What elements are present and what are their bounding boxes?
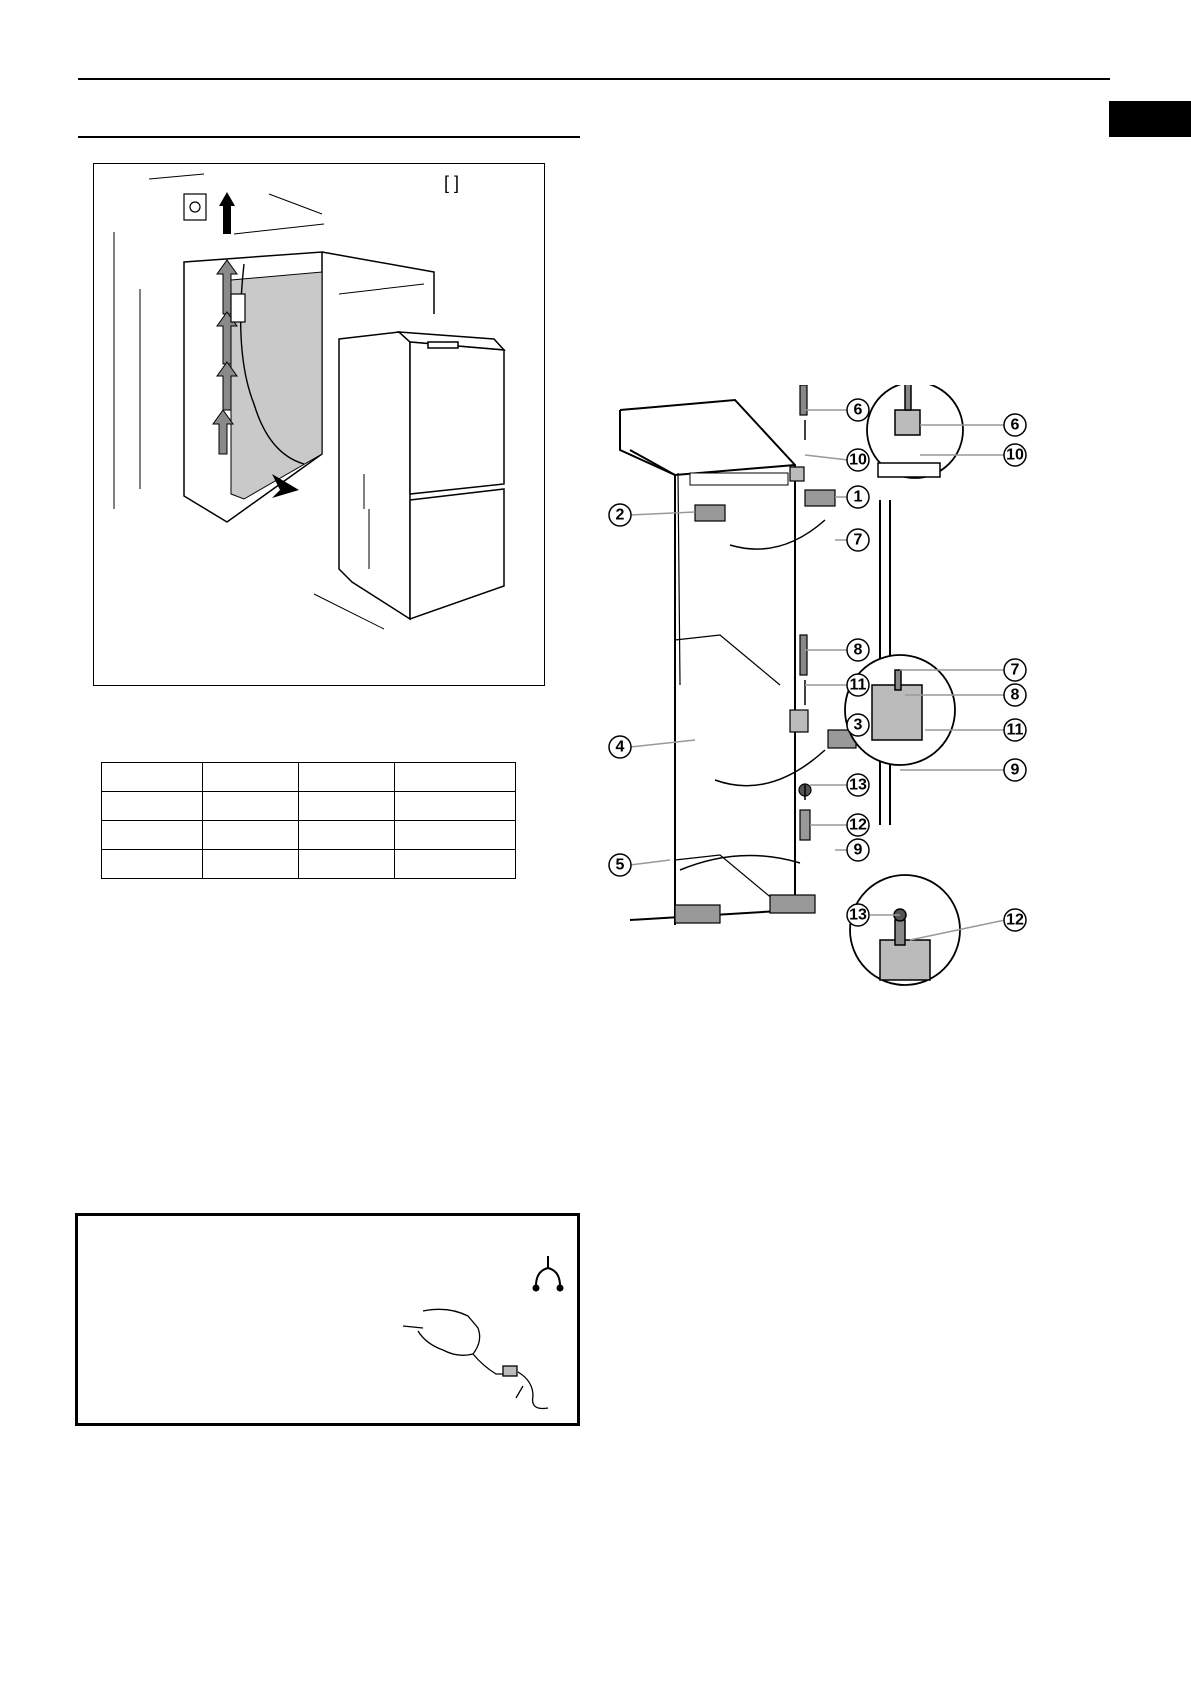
callout-12-main: 12 [810, 813, 870, 837]
table-cell [298, 762, 395, 792]
svg-text:8: 8 [1011, 687, 1020, 704]
interior-lines [674, 472, 781, 906]
svg-text:3: 3 [854, 717, 863, 734]
callout-11-main: 11 [805, 673, 870, 697]
table-row [101, 762, 516, 792]
callout-6-main: 6 [805, 398, 870, 422]
callout-3-main: 3 [846, 713, 870, 737]
svg-text:4: 4 [616, 739, 625, 756]
svg-text:11: 11 [1007, 722, 1024, 739]
table-cell [202, 791, 299, 821]
callout-5-main: 5 [608, 853, 671, 877]
installation-diagram: [ ] [113, 173, 506, 630]
svg-text:5: 5 [616, 857, 625, 874]
callout-2-main: 2 [608, 503, 696, 527]
callout-9-detail: 9 [900, 758, 1027, 782]
table-row [101, 791, 516, 821]
callout-12-detail: 12 [909, 908, 1027, 941]
svg-text:11: 11 [850, 677, 867, 694]
dimension-table [101, 762, 516, 879]
callout-13-main: 13 [810, 773, 870, 797]
pins [799, 384, 808, 676]
table-cell [202, 820, 299, 850]
exhaust-arrow [219, 192, 235, 234]
callout-11-detail: 11 [925, 718, 1027, 742]
svg-text:10: 10 [1006, 447, 1024, 464]
table-cell [298, 791, 395, 821]
door-hinge-diagram: 6 10 1 2 7 8 11 3 4 13 12 9 5 6 10 7 8 1… [608, 379, 1027, 986]
table-cell [394, 762, 516, 792]
language-tab [1109, 101, 1191, 137]
callouts: 6 10 1 2 7 8 11 3 4 13 12 9 5 6 10 7 8 1… [608, 398, 1027, 941]
svg-text:12: 12 [1006, 912, 1024, 929]
airflow-arrows [212, 259, 238, 455]
hand-unplugging-icon [402, 1308, 549, 1410]
svg-text:13: 13 [849, 777, 867, 794]
table-cell [394, 820, 516, 850]
warning-illustration [402, 1256, 564, 1410]
door-hinge-figure: 6 10 1 2 7 8 11 3 4 13 12 9 5 6 10 7 8 1… [600, 379, 1060, 995]
table-cell [298, 849, 395, 879]
svg-text:12: 12 [849, 817, 867, 834]
callout-6-detail: 6 [920, 413, 1027, 437]
svg-text:9: 9 [1011, 762, 1020, 779]
svg-text:9: 9 [854, 842, 863, 859]
callout-8-main: 8 [805, 638, 870, 662]
svg-text:6: 6 [1011, 417, 1020, 434]
table-cell [202, 849, 299, 879]
warning-box [75, 1213, 580, 1426]
table-cell [101, 791, 203, 821]
socket-outlet [230, 293, 246, 323]
callout-10-main: 10 [804, 448, 870, 472]
appliance-outline [619, 398, 796, 925]
callout-13-detail: 13 [846, 903, 900, 927]
installation-figure: [ ] [93, 163, 545, 686]
header-rule [78, 78, 1110, 80]
table-cell [394, 791, 516, 821]
callout-1-main: 1 [835, 485, 870, 509]
appliance-body [338, 331, 506, 621]
vent-symbol-icon [183, 193, 207, 221]
detail-contents [871, 379, 941, 981]
svg-text:10: 10 [849, 452, 867, 469]
table-cell [101, 849, 203, 879]
table-cell [298, 820, 395, 850]
callout-9-main: 9 [835, 838, 870, 862]
table-row [101, 820, 516, 850]
niche-interior [230, 271, 323, 500]
svg-text:6: 6 [854, 402, 863, 419]
hinge-parts [674, 466, 857, 924]
svg-text:7: 7 [1011, 662, 1020, 679]
table-cell [394, 849, 516, 879]
svg-text:13: 13 [849, 907, 867, 924]
control-panel [689, 472, 789, 486]
svg-text:2: 2 [616, 507, 625, 524]
dimension-lines [113, 173, 425, 630]
section-rule [78, 136, 580, 138]
table-row [101, 849, 516, 879]
svg-text:8: 8 [854, 642, 863, 659]
bracket-label: [ ] [444, 173, 459, 193]
callout-10-detail: 10 [920, 443, 1027, 467]
callout-8-detail: 8 [905, 683, 1027, 707]
callout-7-detail: 7 [900, 658, 1027, 682]
callout-4-main: 4 [608, 735, 696, 759]
table-cell [202, 762, 299, 792]
svg-text:7: 7 [854, 532, 863, 549]
plug-symbol-icon [532, 1256, 564, 1292]
table-cell [101, 820, 203, 850]
svg-text:1: 1 [854, 489, 863, 506]
swap-arrows [679, 420, 826, 871]
niche-outline [183, 251, 435, 523]
callout-7-main: 7 [835, 528, 870, 552]
table-cell [101, 762, 203, 792]
insert-arrow [272, 474, 299, 498]
